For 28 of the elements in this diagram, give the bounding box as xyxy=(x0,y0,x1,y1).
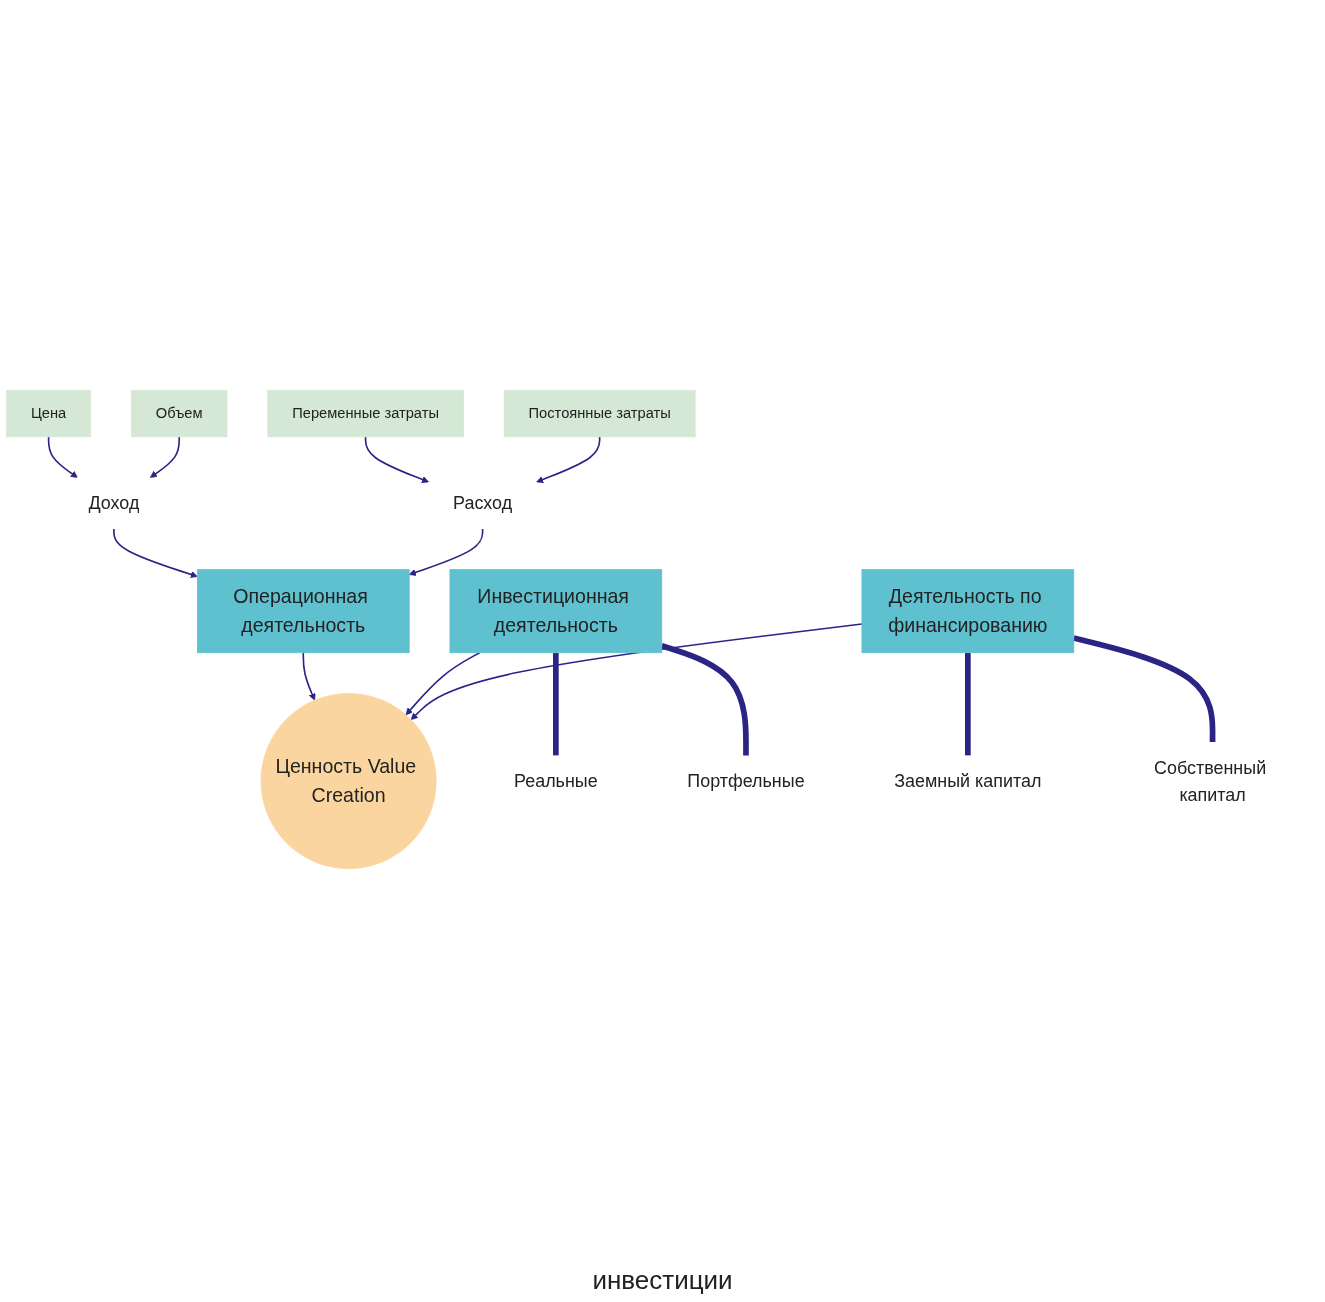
node-box: Инвестиционная деятельность xyxy=(449,569,663,654)
node-text: Расход xyxy=(453,493,513,514)
arrow xyxy=(405,651,481,716)
node-box: Деятельность по финансированию xyxy=(861,569,1075,654)
node-text: Реальные xyxy=(514,770,598,792)
node-box: Объем xyxy=(131,389,228,438)
node-text: Заемный капитал xyxy=(894,770,1042,792)
node-box: Операционная деятельность xyxy=(196,569,410,654)
connector xyxy=(660,642,749,756)
arrow xyxy=(536,436,601,483)
node-box: Постоянные затраты xyxy=(503,389,696,438)
connector xyxy=(1073,635,1216,742)
node-text: Собственный капитал xyxy=(1154,757,1267,805)
node-box: Цена xyxy=(6,389,92,438)
arrow xyxy=(364,436,429,483)
connector xyxy=(553,652,559,756)
node-text: Портфельные xyxy=(687,770,805,792)
arrow xyxy=(150,436,181,478)
arrow xyxy=(410,623,863,720)
node-text: Доход xyxy=(88,493,140,514)
connector xyxy=(965,652,971,756)
node-box: Переменные затраты xyxy=(267,389,464,438)
arrow xyxy=(47,436,78,478)
arrow xyxy=(302,651,316,701)
arrow xyxy=(408,528,484,576)
arrow xyxy=(113,528,198,578)
note-text: инвестиции xyxy=(592,1265,733,1295)
node-circle: Ценность Value Creation xyxy=(260,693,437,870)
